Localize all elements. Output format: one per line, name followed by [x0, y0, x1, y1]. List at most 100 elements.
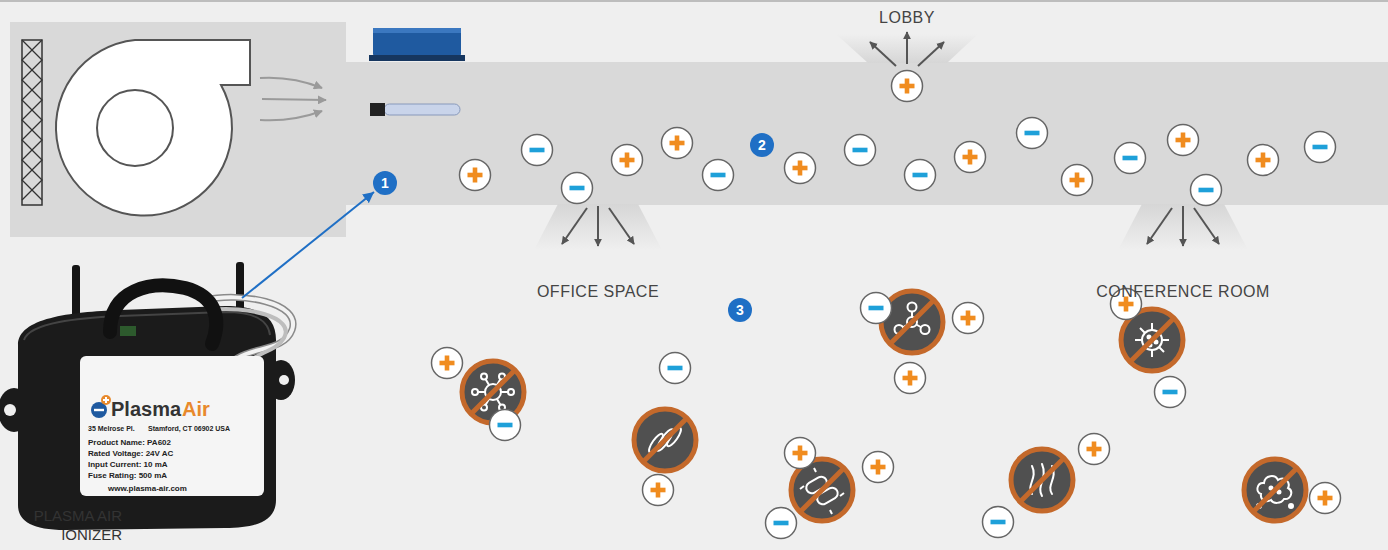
- positive-ion: [1310, 483, 1341, 514]
- dust-badge: [1244, 459, 1306, 521]
- negative-ion: [1115, 143, 1146, 174]
- blower-housing: [56, 40, 250, 216]
- callout-number: 2: [750, 136, 774, 154]
- positive-ion: [955, 142, 986, 173]
- badge-slash: [1021, 459, 1063, 501]
- callout-number: 3: [728, 301, 752, 319]
- ionizer-base: [369, 55, 465, 61]
- odor-badge: [1011, 449, 1073, 511]
- positive-ion: [1062, 165, 1093, 196]
- ionizer-cap: [370, 103, 385, 116]
- negative-ion: [861, 293, 892, 324]
- negative-ion: [1191, 175, 1222, 206]
- badge-slash: [1131, 319, 1173, 361]
- positive-ion: [895, 363, 926, 394]
- positive-ion: [662, 128, 693, 159]
- brand-logo-mark: [101, 395, 111, 405]
- negative-ion: [562, 173, 593, 204]
- mounting-hole: [279, 375, 289, 385]
- leader-line: [242, 192, 374, 298]
- airflow-arrow: [1194, 208, 1219, 244]
- callout-number: 1: [373, 174, 397, 192]
- room-label: CONFERENCE ROOM: [1073, 282, 1293, 302]
- bacteria-icon: [800, 468, 844, 514]
- badge-slash: [1254, 469, 1296, 511]
- positive-ion: [785, 438, 816, 469]
- brand-logo-mark: [105, 397, 107, 403]
- ionizer-housing: [373, 28, 461, 33]
- negative-ion: [490, 410, 521, 441]
- ionizer-body: [18, 306, 276, 530]
- office-branch: [534, 204, 662, 250]
- airflow-arrow: [1182, 206, 1184, 246]
- ionizer-electrode: [72, 265, 80, 317]
- negative-ion: [845, 135, 876, 166]
- callout-circle: [728, 298, 752, 322]
- airflow-arrow: [562, 208, 587, 244]
- airflow-arrow: [597, 206, 599, 246]
- negative-ion: [703, 160, 734, 191]
- conference-branch: [1118, 204, 1248, 250]
- ionizer-housing: [373, 28, 461, 56]
- positive-ion: [432, 348, 463, 379]
- badge-disc: [1244, 459, 1306, 521]
- positive-ion: [643, 475, 674, 506]
- positive-ion: [892, 71, 923, 102]
- negative-ion: [522, 135, 553, 166]
- airflow-arrow: [1147, 208, 1172, 244]
- airflow-arrow: [609, 208, 634, 244]
- airflow-arrow: [262, 99, 326, 100]
- positive-ion: [1079, 434, 1110, 465]
- callout-circle: [373, 171, 397, 195]
- sticker-text: Fuse Rating: 500 mA: [88, 470, 167, 481]
- blower-wheel: [97, 90, 173, 166]
- power-cable: [110, 285, 216, 344]
- filter-media: [22, 40, 42, 200]
- airflow-arrow: [260, 111, 322, 120]
- badge-slash: [801, 469, 843, 511]
- brand-name: Air: [182, 397, 210, 421]
- circuit-board: [120, 326, 136, 336]
- product-sticker: [80, 356, 264, 496]
- badge-disc: [634, 409, 696, 471]
- badge-slash: [891, 301, 933, 343]
- badge-slash: [472, 371, 514, 413]
- mold-badge: [634, 409, 696, 471]
- negative-ion: [1305, 132, 1336, 163]
- airflow-arrow: [260, 78, 322, 88]
- positive-ion: [1168, 125, 1199, 156]
- badge-disc: [1011, 449, 1073, 511]
- sticker-text: 35 Melrose Pl.: [88, 424, 135, 434]
- device-label: PLASMA AIR IONIZER: [4, 506, 122, 544]
- negative-ion: [983, 507, 1014, 538]
- room-label: LOBBY: [837, 8, 977, 28]
- callout-circle: [750, 133, 774, 157]
- room-label: OFFICE SPACE: [508, 282, 688, 302]
- brand-logo-mark: [94, 409, 104, 411]
- brand-name: Plasma: [111, 397, 181, 421]
- airflow-arrow: [906, 32, 908, 64]
- sticker-text: www.plasma-air.com: [108, 483, 187, 494]
- body-highlight: [24, 312, 270, 340]
- top-rule: [0, 0, 1388, 2]
- positive-ion: [863, 452, 894, 483]
- filter-media: [22, 40, 42, 200]
- positive-ion: [953, 303, 984, 334]
- filter-frame: [22, 40, 42, 205]
- sticker-text: Rated Voltage: 24V AC: [88, 448, 173, 459]
- negative-ion: [905, 160, 936, 191]
- negative-ion: [1155, 377, 1186, 408]
- airflow-arrow: [870, 42, 896, 66]
- sticker-text: Product Name: PA602: [88, 437, 171, 448]
- supply-duct: [345, 62, 1388, 205]
- positive-ion: [785, 153, 816, 184]
- negative-ion: [766, 508, 797, 539]
- positive-ion: [612, 145, 643, 176]
- airflow-arrow: [918, 42, 944, 66]
- badge-slash: [644, 419, 686, 461]
- sticker-text: Input Current: 10 mA: [88, 459, 168, 470]
- ionizer-electrode: [236, 262, 244, 312]
